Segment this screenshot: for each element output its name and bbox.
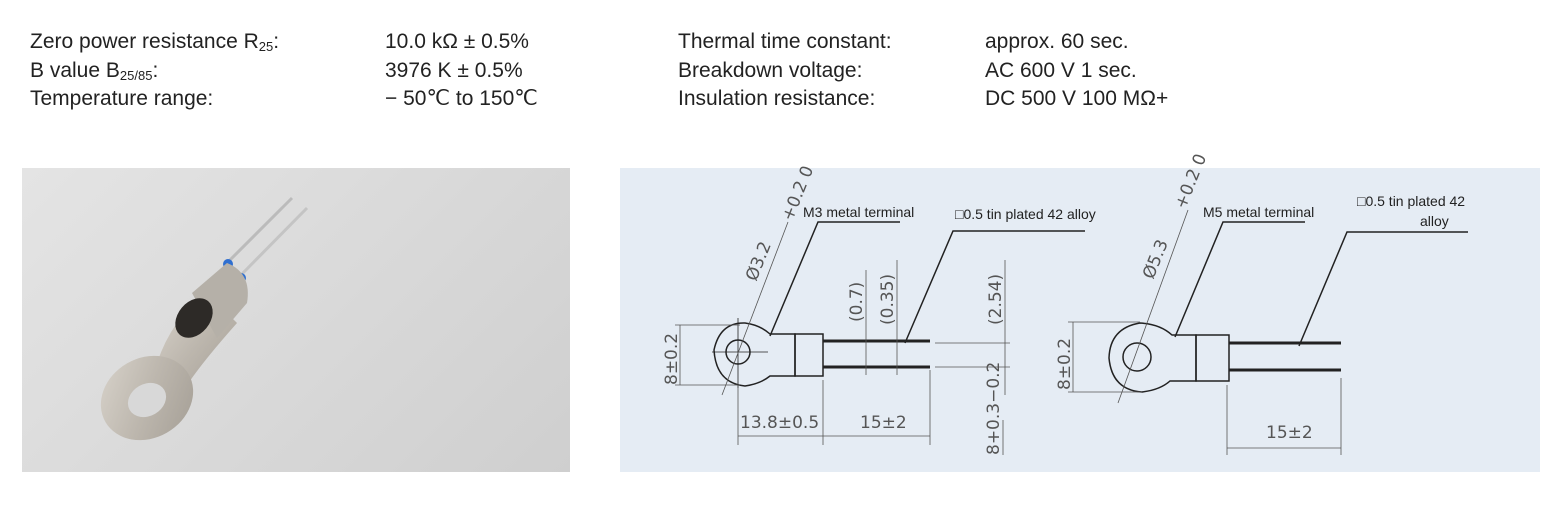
spec-label-thermal: Thermal time constant:: [678, 30, 892, 53]
m3-lead-label: □0.5 tin plated 42 alloy: [955, 206, 1096, 222]
spec-value-breakdown: AC 600 V 1 sec.: [985, 59, 1137, 82]
m5-lead-length-dim: 15±2: [1266, 423, 1313, 443]
spec-value-bvalue: 3976 K ± 0.5%: [385, 59, 523, 82]
spec-label-breakdown: Breakdown voltage:: [678, 59, 863, 82]
spec-label-resistance: Zero power resistance R25:: [30, 30, 280, 54]
m3-length-dim: 13.8±0.5: [740, 413, 819, 433]
m3-hole-dia: Ø3.2: [742, 239, 776, 284]
m3-pitch-dim: (2.54): [986, 274, 1006, 325]
m3-terminal-label: M3 metal terminal: [803, 204, 914, 220]
drawing-panel: [620, 168, 1540, 472]
m3-thickness-dim: 8+0.3−0.2: [984, 362, 1004, 455]
m3-dim-0-35: (0.35): [878, 274, 898, 325]
m5-terminal-drawing: [1068, 209, 1468, 455]
m3-dim-0-7: (0.7): [847, 282, 867, 322]
spec-value-thermal: approx. 60 sec.: [985, 30, 1129, 53]
m5-hole-dia: Ø5.3: [1139, 237, 1173, 282]
m5-lead-label-2: alloy: [1420, 213, 1449, 229]
spec-value-temperature: − 50℃ to 150℃: [385, 87, 538, 110]
spec-value-resistance: 10.0 kΩ ± 0.5%: [385, 30, 529, 53]
m5-width-dim: 8±0.2: [1055, 338, 1075, 390]
m3-lead-length-dim: 15±2: [860, 413, 907, 433]
m3-width-dim: 8±0.2: [662, 333, 682, 385]
spec-value-insulation: DC 500 V 100 MΩ+: [985, 87, 1169, 110]
product-photo: [22, 168, 570, 472]
specs-left: Zero power resistance R25: 10.0 kΩ ± 0.5…: [30, 28, 630, 118]
spec-label-bvalue: B value B25/85:: [30, 59, 159, 83]
m5-terminal-label: M5 metal terminal: [1203, 204, 1314, 220]
spec-label-temperature: Temperature range:: [30, 87, 214, 110]
specs-right: Thermal time constant: approx. 60 sec. B…: [678, 28, 1378, 118]
m3-terminal-drawing: [675, 221, 1085, 455]
spec-label-insulation: Insulation resistance:: [678, 87, 876, 110]
m5-hole-tol: +0.2 0: [1171, 151, 1211, 212]
m5-lead-label-1: □0.5 tin plated 42: [1357, 193, 1465, 209]
